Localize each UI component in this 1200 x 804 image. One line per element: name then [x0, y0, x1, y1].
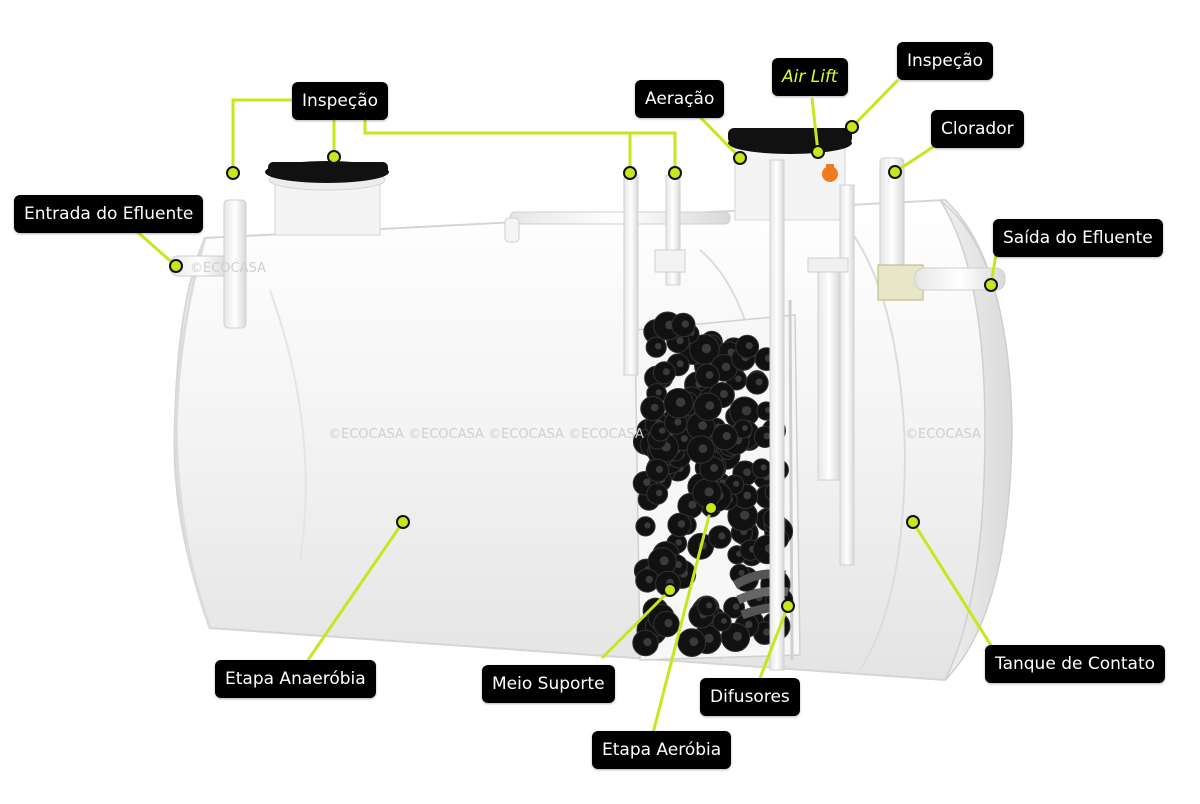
- media-piece-hole: [764, 433, 771, 440]
- label-tanque-contato: Tanque de Contato: [985, 645, 1165, 683]
- media-piece-hole: [699, 444, 708, 453]
- media-piece-hole: [705, 401, 714, 410]
- media-piece-hole: [656, 466, 663, 473]
- watermark-center: ©ECOCASA ©ECOCASA ©ECOCASA ©ECOCASA: [328, 427, 644, 442]
- media-piece-hole: [646, 576, 653, 583]
- watermark-right: ©ECOCASA: [905, 427, 981, 442]
- left-inspection-riser: [265, 161, 389, 235]
- media-piece-hole: [677, 360, 684, 367]
- watermark-inlet: ©ECOCASA: [190, 261, 266, 276]
- media-piece-hole: [722, 363, 730, 371]
- media-piece-hole: [702, 344, 711, 353]
- media-piece-hole: [705, 487, 714, 496]
- media-piece-hole: [678, 520, 685, 527]
- label-inspecao-right: Inspeção: [897, 42, 993, 80]
- media-piece-hole: [682, 320, 689, 327]
- media-piece-hole: [733, 481, 739, 487]
- media-piece-hole: [763, 629, 770, 636]
- media-piece-hole: [644, 522, 650, 528]
- media-piece-hole: [710, 464, 718, 472]
- label-etapa-anaerobia: Etapa Anaeróbia: [215, 660, 376, 698]
- label-clorador: Clorador: [931, 110, 1024, 148]
- media-piece-hole: [689, 637, 698, 646]
- media-piece-hole: [681, 435, 688, 442]
- media-piece-hole: [674, 418, 681, 425]
- media-piece-hole: [733, 632, 742, 641]
- media-piece-hole: [761, 464, 767, 470]
- media-piece-hole: [745, 621, 752, 628]
- media-piece-hole: [643, 479, 651, 487]
- media-piece-hole: [676, 398, 685, 407]
- media-piece-hole: [746, 342, 753, 349]
- media-piece-hole: [655, 343, 661, 349]
- media-piece-hole: [740, 511, 749, 520]
- media-piece-hole: [698, 421, 707, 430]
- media-piece-hole: [656, 389, 662, 395]
- media-piece-hole: [742, 425, 748, 431]
- media-piece-hole: [688, 501, 696, 509]
- media-piece-hole: [706, 371, 714, 379]
- media-piece-hole: [743, 492, 751, 500]
- media-piece-hole: [743, 468, 751, 476]
- media-piece-hole: [660, 556, 669, 565]
- media-piece-hole: [720, 390, 728, 398]
- media-piece-hole: [656, 490, 663, 497]
- media-piece-hole: [733, 603, 740, 610]
- label-meio-suporte: Meio Suporte: [482, 665, 615, 703]
- media-piece-hole: [721, 618, 727, 624]
- media-piece-hole: [676, 539, 682, 545]
- label-inspecao-left: Inspeção: [292, 82, 388, 120]
- media-piece-hole: [739, 570, 745, 576]
- media-piece-hole: [742, 406, 751, 415]
- label-etapa-aerobia: Etapa Aeróbia: [592, 731, 731, 769]
- media-piece-hole: [723, 432, 731, 440]
- media-piece-hole: [659, 428, 665, 434]
- media-piece-hole: [706, 602, 712, 608]
- media-piece-hole: [651, 404, 659, 412]
- media-piece-hole: [718, 532, 725, 539]
- media-piece-hole: [756, 379, 763, 386]
- label-air-lift: Air Lift: [772, 58, 848, 96]
- media-piece-hole: [676, 337, 683, 344]
- label-difusores: Difusores: [700, 678, 800, 716]
- label-aeracao: Aeração: [635, 80, 724, 118]
- label-saida-efluente: Saída do Efluente: [993, 219, 1163, 257]
- media-piece-hole: [735, 376, 742, 383]
- label-entrada-efluente: Entrada do Efluente: [14, 195, 203, 233]
- media-piece-hole: [643, 638, 651, 646]
- media-piece-hole: [663, 368, 670, 375]
- media-piece-hole: [664, 619, 672, 627]
